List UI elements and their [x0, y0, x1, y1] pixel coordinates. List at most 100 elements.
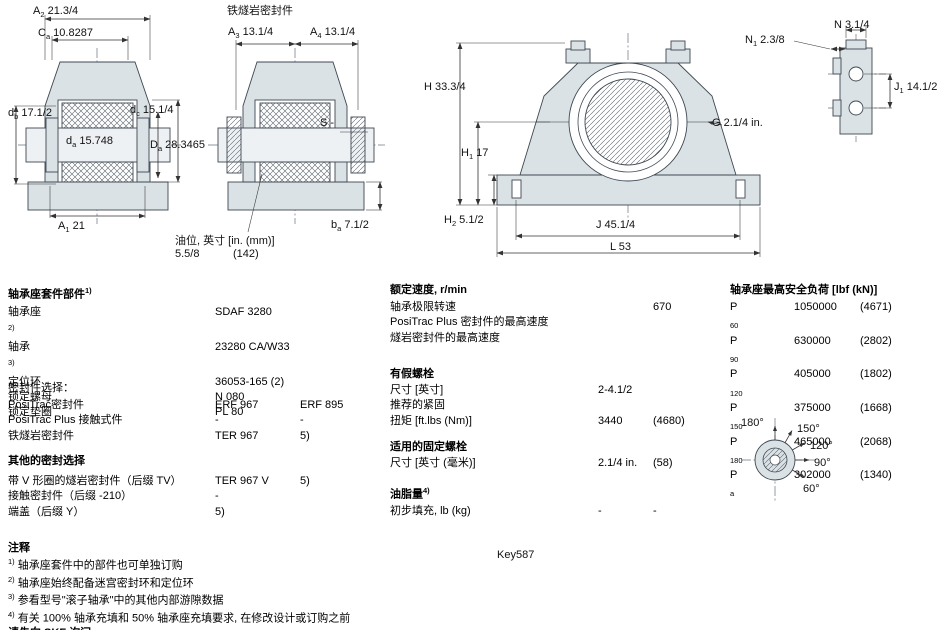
- row-value-2: -: [300, 414, 304, 427]
- row-label: 燧岩密封件的最高速度: [390, 331, 500, 344]
- table-row: 带 V 形圈的燧岩密封件（后缀 TV） TER 967 V 5): [8, 474, 386, 489]
- load-value-kn: (1802): [860, 368, 892, 381]
- grease-table: 初步填充, lb (kg) - -: [390, 504, 730, 519]
- seal-left: [45, 117, 59, 173]
- notes-footer: 请先向 SKF 询问: [8, 626, 528, 630]
- side-tab-top: [832, 57, 842, 75]
- bolts-section: 有假螺栓 尺寸 [英寸] 2-4.1/2 推荐的紧固 扭矩 [ft.lbs (N…: [390, 367, 730, 429]
- dim-a2-label: A2 21.3/4: [33, 5, 79, 20]
- row-label-sup: 3): [8, 358, 15, 368]
- dim-h2-label: H2 5.1/2: [444, 214, 484, 229]
- base-bolt-hole-right: [735, 179, 746, 199]
- cap-bolt-right: [670, 40, 686, 51]
- row-label: 轴承极限转速: [390, 301, 456, 314]
- load-value-kn: (1668): [860, 401, 892, 414]
- row-value-1: -: [215, 414, 219, 427]
- angle-90-label: 90°: [814, 457, 831, 469]
- row-value-2: [653, 398, 723, 413]
- load-value-kn: (1340): [860, 469, 892, 482]
- note-sup: 2): [8, 574, 15, 584]
- note-item: 1) 轴承座套件中的部件也可单独订购: [8, 555, 528, 573]
- row-value-1: -: [215, 490, 219, 503]
- note-sup: 3): [8, 592, 15, 602]
- dimension-lines-middle: [235, 40, 383, 233]
- table-row: PosiTrac密封件 ERF 967 ERF 895: [8, 398, 386, 413]
- row-label: 轴承座 2): [8, 305, 215, 340]
- load-symbol-sub: 180: [730, 455, 743, 465]
- dim-j-label: J 45.1/4: [596, 219, 636, 231]
- load-direction-diagram: [741, 418, 815, 502]
- load-symbol-sub: 60: [730, 321, 739, 331]
- shaft-section-2: [217, 127, 375, 163]
- load-symbol-letter: P: [730, 368, 738, 381]
- base-bolt-hole-left: [511, 179, 522, 199]
- row-label: 扭矩 [ft.lbs (Nm)]: [390, 414, 472, 427]
- load-value-lbf: 1050000: [794, 301, 837, 314]
- row-value-2: [300, 505, 380, 520]
- row-value-1: PL 80: [215, 406, 244, 419]
- table-row: PosiTrac Plus 接触式件 - -: [8, 413, 386, 428]
- row-label-text: 轴承座: [8, 305, 41, 318]
- dim-a1-label: A1 21: [58, 220, 85, 235]
- key-label: Key587: [497, 549, 535, 561]
- angle-150-label: 150°: [797, 423, 820, 435]
- row-value-2: 5): [300, 475, 310, 488]
- row-label: PosiTrac Plus 接触式件: [8, 414, 123, 427]
- table-row: 定位环 36053-165 (2): [8, 375, 386, 390]
- load-value-kn: (2802): [860, 334, 892, 347]
- row-label: 铁燧岩密封件: [8, 429, 74, 442]
- dim-n1-label: N1 2.3/8: [745, 34, 785, 49]
- speed-table: 轴承极限转速 670 PosiTrac Plus 密封件的最高速度 燧岩密封件的…: [390, 300, 730, 346]
- note-text: 轴承座始终配备迷宫密封环和定位环: [17, 577, 194, 590]
- row-value-1: ERF 967: [215, 399, 259, 412]
- drawing-middle-section: [208, 40, 385, 233]
- taconite-seal-left: [226, 116, 242, 174]
- load-symbol-letter: P: [730, 301, 738, 314]
- table-row: 初步填充, lb (kg) - -: [390, 504, 730, 519]
- load-symbol-letter: P: [730, 334, 738, 347]
- dim-dc-label: dc 15.1/4: [130, 104, 174, 119]
- dim-h1-label: H1 17: [461, 147, 489, 162]
- row-value-1: [598, 315, 653, 330]
- oil-level-inch-value: 5.5/8: [175, 248, 200, 260]
- row-value-1: [598, 300, 653, 315]
- row-label: 推荐的紧固: [390, 399, 445, 412]
- row-label: 锁定垫圈: [8, 405, 215, 420]
- note-item: 3) 参看型号"滚子轴承"中的其他内部游隙数据: [8, 590, 528, 608]
- dim-j1-label: J1 14.1/2: [894, 81, 938, 96]
- row-label: 接触密封件（后缀 -210）: [8, 490, 133, 503]
- side-body: [839, 47, 873, 135]
- housing-base-2: [227, 181, 365, 211]
- components-title-text: 轴承座套件部件: [8, 288, 85, 301]
- load-value-lbf: 405000: [794, 368, 831, 381]
- load-value-kn: (2068): [860, 435, 892, 448]
- load-symbol-letter: P: [730, 401, 738, 414]
- side-hole-bottom: [848, 100, 864, 116]
- load-symbol-sub: 120: [730, 388, 743, 398]
- row-value-1: TER 967 V: [215, 475, 269, 488]
- components-title-sup: 1): [85, 286, 92, 295]
- load-value-lbf: 375000: [794, 401, 831, 414]
- load-angle-rays: [773, 425, 810, 478]
- row-label-sup: 2): [8, 323, 15, 333]
- row-label-text: 定位环: [8, 375, 41, 388]
- bearing-section-bottom: [61, 161, 134, 183]
- speed-title: 额定速度, r/min: [390, 284, 468, 296]
- oil-level-label: 油位, 英寸 [in. (mm)]: [175, 235, 275, 247]
- taconite-seal-title: 铁燧岩密封件: [227, 5, 293, 17]
- other-seals-table: 带 V 形圈的燧岩密封件（后缀 TV） TER 967 V 5) 接触密封件（后…: [8, 474, 386, 520]
- drawing-left-section: [13, 15, 182, 224]
- row-value-2: [300, 340, 380, 375]
- load-symbol: P 60: [730, 300, 794, 334]
- row-label: PosiTrac密封件: [8, 399, 84, 412]
- table-row: 尺寸 [英寸 (毫米)] 2.1/4 in. (58): [390, 456, 730, 471]
- other-seals-section: 其他的密封选择 带 V 形圈的燧岩密封件（后缀 TV） TER 967 V 5)…: [8, 454, 386, 520]
